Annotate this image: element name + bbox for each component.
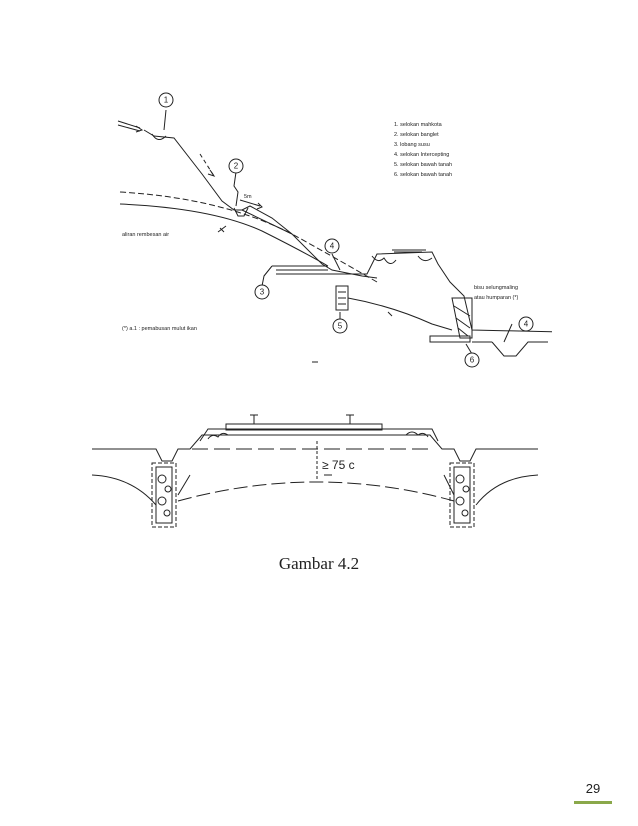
ground-line (92, 434, 538, 462)
subgrade-arc (177, 481, 455, 502)
outlet-ditch (491, 341, 548, 357)
callout-6: 6 (470, 356, 475, 365)
weep-hole-pipe (272, 265, 332, 275)
legend-item-1: 1. selokan mahkota (394, 122, 443, 128)
right-label-1: bisu selungmaling (474, 285, 518, 291)
callout-1: 1 (164, 96, 169, 105)
right-drain (449, 462, 475, 528)
track-drain-diagram: ≥ 75 c (92, 414, 538, 528)
seepage-label: aliran rembesan air (122, 232, 169, 238)
rail-right (346, 414, 354, 424)
bench-line (241, 209, 293, 235)
crown-ditch (151, 133, 167, 140)
callout-circle-1 (158, 92, 174, 108)
callout-circle-5 (332, 318, 348, 334)
upper-slope-line (143, 129, 378, 279)
page-number-underline (574, 801, 612, 804)
callout-circle-4b (518, 316, 534, 332)
note-label: (*) a.1 : pemabusan mulut ikan (122, 326, 197, 332)
left-drain (151, 462, 177, 528)
right-label-2: atau humparan (*) (474, 295, 518, 301)
figure-caption: Gambar 4.2 (278, 554, 360, 573)
legend-item-3: 3. lobang susu (394, 142, 430, 148)
slope-drainage-diagram: 1 2 3 4 5 6 4 1. selokan mahkota 2. selo… (117, 92, 552, 368)
callout-4b: 4 (524, 320, 529, 329)
width-label: 5m (244, 194, 252, 200)
legend-item-5: 5. selokan bawah tanah (394, 162, 452, 168)
callout-3: 3 (260, 288, 265, 297)
callout-5: 5 (338, 322, 343, 331)
callout-circle-6 (464, 352, 480, 368)
embankment-body (332, 251, 552, 333)
toe-filter (451, 297, 473, 339)
callout-circle-4 (324, 238, 340, 254)
subsoil-line (119, 203, 329, 267)
sleeper (225, 423, 383, 431)
ballast-top (199, 428, 439, 442)
callout-circle-2 (228, 158, 244, 174)
callout-4: 4 (330, 242, 335, 251)
flow-arrow (117, 120, 141, 132)
rail-left (250, 414, 258, 424)
legend-item-2: 2. selokan banglet (394, 132, 439, 138)
depth-label: ≥ 75 c (322, 458, 355, 472)
legend-item-6: 6. selokan bawah tanah (394, 172, 452, 178)
bottom-drain (429, 335, 471, 343)
callout-2: 2 (234, 162, 239, 171)
callout-circle-3 (254, 284, 270, 300)
page-number: 29 (585, 781, 601, 796)
legend-item-4: 4. selokan Intercepting (394, 152, 449, 158)
